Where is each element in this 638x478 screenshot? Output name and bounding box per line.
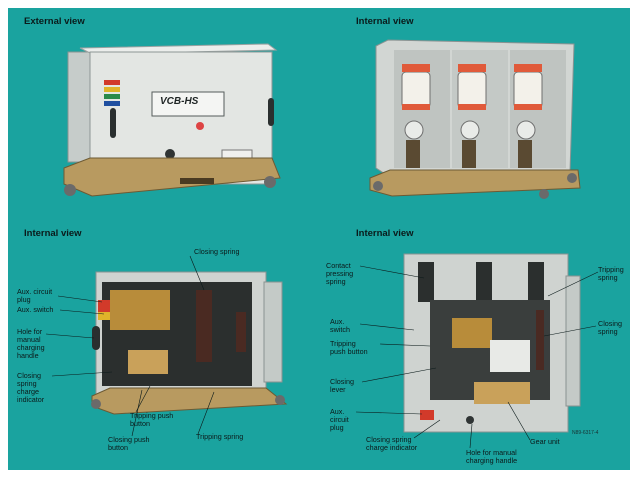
- label-hole-manual-charging-right: Hole for manual charging handle: [466, 448, 518, 465]
- internal-right-breaker: [403, 253, 581, 433]
- label-contact-pressing-spring: Contact pressing spring: [326, 261, 354, 286]
- label-hole-manual-charging-left: Hole for manual charging handle: [17, 327, 45, 360]
- external-view-title: External view: [24, 16, 85, 27]
- figure-code: N89-6317-4: [572, 430, 599, 436]
- label-gear-unit: Gear unit: [530, 437, 560, 446]
- leader-lines: [45, 255, 599, 449]
- label-aux-circuit-plug-right: Aux. circuit plug: [330, 407, 349, 432]
- label-closing-spring-charge-indicator-right: Closing spring charge indicator: [366, 435, 418, 452]
- label-closing-push-button-left: Closing push button: [108, 435, 150, 452]
- internal-left-breaker: [91, 271, 288, 415]
- label-closing-spring-left: Closing spring: [194, 247, 240, 256]
- external-breaker: [63, 43, 281, 197]
- internal-view-top-title: Internal view: [356, 16, 414, 27]
- label-aux-circuit-plug-left: Aux. circuit plug: [17, 287, 53, 304]
- label-closing-lever: Closing lever: [330, 377, 354, 394]
- label-aux-switch-right: Aux. switch: [330, 317, 350, 334]
- internal-view-right-title: Internal view: [356, 228, 414, 239]
- label-tripping-spring-right: Tripping spring: [598, 265, 624, 282]
- label-tripping-spring-left: Tripping spring: [196, 432, 244, 441]
- brand-plate: VCB-HS: [160, 96, 199, 107]
- label-aux-switch-left: Aux. switch: [17, 305, 54, 314]
- label-tripping-push-button-right: Tripping push button: [330, 339, 368, 356]
- label-tripping-push-button-left: Tripping push button: [130, 411, 174, 428]
- internal-view-left-title: Internal view: [24, 228, 82, 239]
- internal-top-breaker: [369, 39, 581, 199]
- label-closing-spring-right: Closing spring: [598, 319, 622, 336]
- label-closing-spring-charge-indicator-left: Closing spring charge indicator: [17, 371, 45, 404]
